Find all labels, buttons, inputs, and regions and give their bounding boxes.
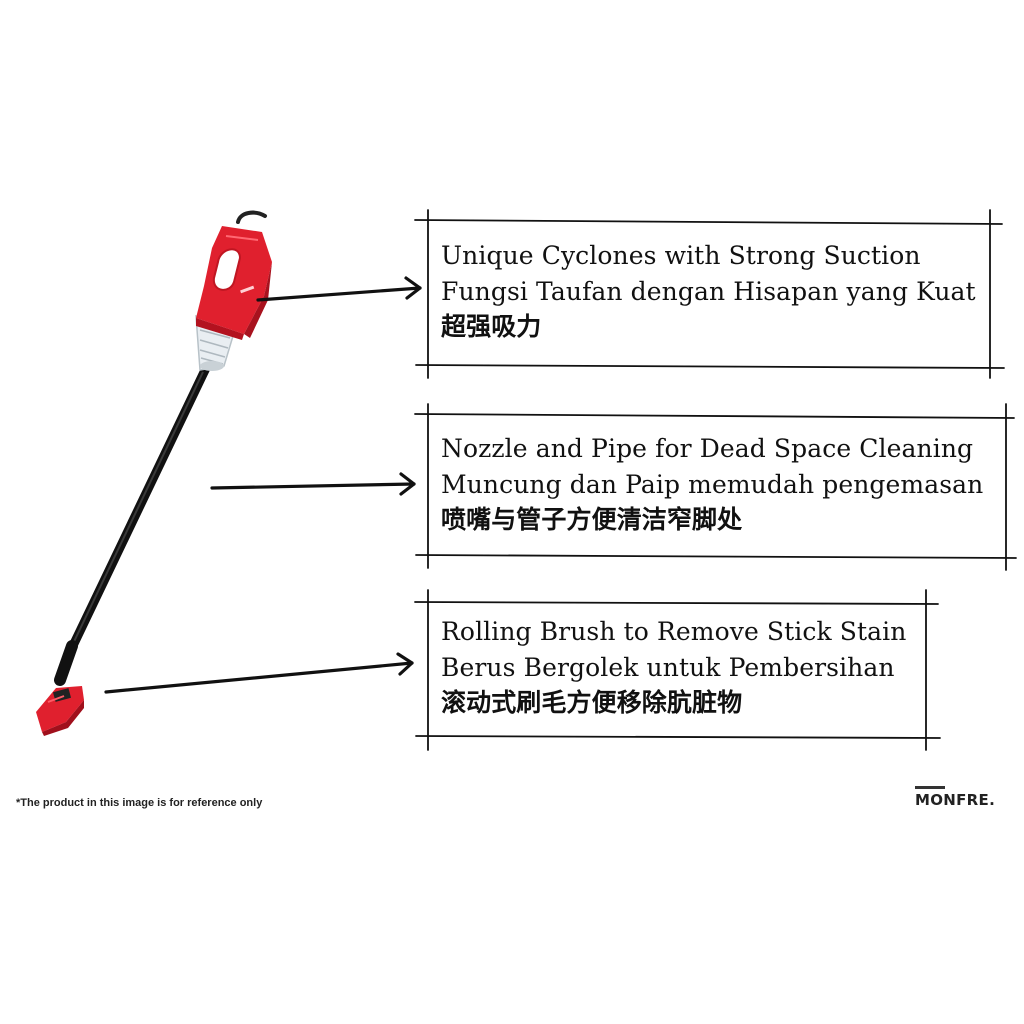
brand-logo: MONFRE. bbox=[915, 786, 1015, 816]
vacuum-cord bbox=[236, 210, 267, 224]
feature-nozzle-pipe: Nozzle and Pipe for Dead Space Cleaning … bbox=[441, 431, 983, 537]
feature-malay-text: Fungsi Taufan dengan Hisapan yang Kuat bbox=[441, 277, 976, 306]
feature-malay-text: Berus Bergolek untuk Pembersihan bbox=[441, 653, 895, 682]
vacuum-body bbox=[196, 226, 272, 340]
feature-malay-text: Muncung dan Paip memudah pengemasan bbox=[441, 470, 984, 499]
vacuum-brush-head bbox=[36, 686, 84, 736]
feature-english-text: Unique Cyclones with Strong Suction bbox=[441, 241, 921, 270]
feature-english-text: Nozzle and Pipe for Dead Space Cleaning bbox=[441, 434, 974, 463]
vacuum-pipe-joint bbox=[54, 640, 78, 686]
feature-chinese-text: 超强吸力 bbox=[441, 312, 542, 341]
callout-box-1 bbox=[414, 209, 1005, 379]
reference-disclaimer: *The product in this image is for refere… bbox=[16, 797, 263, 809]
arrow-right-icon bbox=[210, 472, 416, 496]
arrow-right-icon bbox=[104, 652, 414, 694]
callout-box-2 bbox=[414, 403, 1017, 571]
feature-rolling-brush: Rolling Brush to Remove Stick Stain Beru… bbox=[441, 614, 906, 720]
vacuum-cleaner-image bbox=[36, 210, 272, 736]
arrow-right-icon bbox=[256, 276, 422, 302]
feature-chinese-text: 滚动式刷毛方便移除肮脏物 bbox=[441, 688, 743, 717]
feature-cyclone-suction: Unique Cyclones with Strong Suction Fung… bbox=[441, 238, 976, 344]
feature-chinese-text: 喷嘴与管子方便清洁窄脚处 bbox=[441, 505, 743, 534]
brand-logo-bar bbox=[915, 786, 945, 789]
callout-box-3 bbox=[414, 589, 941, 751]
feature-english-text: Rolling Brush to Remove Stick Stain bbox=[441, 617, 907, 646]
brand-name: MONFRE. bbox=[915, 791, 996, 809]
vacuum-dust-container bbox=[195, 315, 237, 371]
